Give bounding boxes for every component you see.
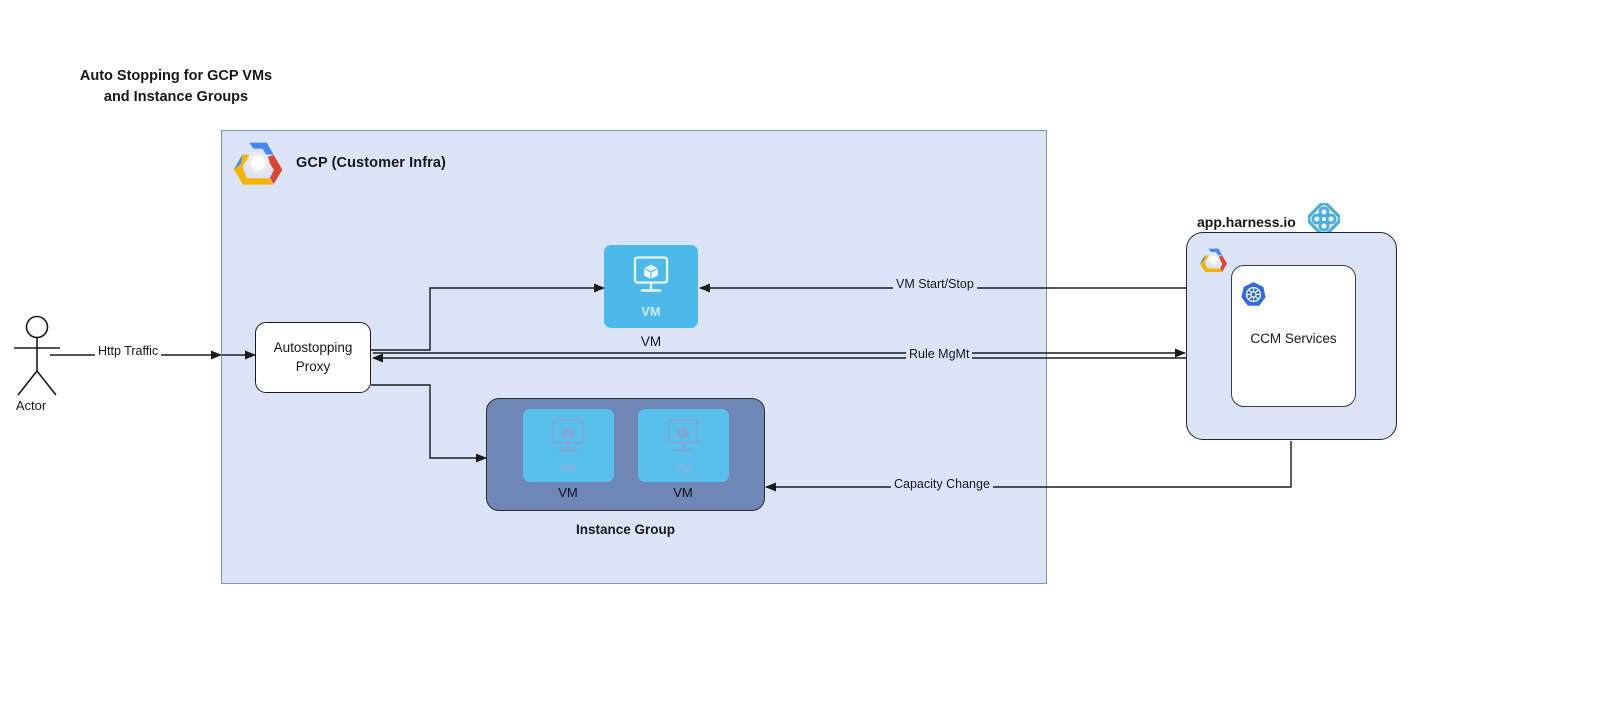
edge-label-capacity-change: Capacity Change [891,477,993,491]
vm-node[interactable]: VM [637,409,729,482]
kubernetes-wheel-icon [1240,281,1267,313]
gcp-container-header: GCP (Customer Infra) [232,140,446,186]
vm-inner-label: VM [674,462,692,475]
gcp-container-label: GCP (Customer Infra) [296,155,446,171]
vm-outer-label: VM [558,485,578,500]
ccm-services-label: CCM Services [1250,331,1337,346]
vm-inner-label: VM [641,305,661,319]
page-title: Auto Stopping for GCP VMs and Instance G… [79,68,273,106]
gcp-logo-icon [232,140,284,186]
actor-label: Actor [15,398,47,413]
instance-group-vm-cell[interactable]: VM VM [522,409,614,500]
actor-stick-figure-icon [8,315,66,402]
instance-group-node[interactable]: VM VM VM VM [486,398,765,511]
instance-group-label: Instance Group [575,522,675,537]
vm-monitor-cube-icon [546,417,590,462]
autostopping-proxy-node[interactable]: Autostopping Proxy [255,322,371,393]
edge-label-http-traffic: Http Traffic [95,344,162,358]
vm-monitor-cube-icon [627,254,675,303]
edge-label-vm-start-stop: VM Start/Stop [893,277,977,291]
harness-diamond-logo-icon [1306,202,1341,240]
vm-node[interactable]: VM [604,245,698,328]
harness-panel-header: app.harness.io [1197,202,1341,240]
vm-inner-label: VM [559,462,577,475]
vm-node[interactable]: VM [522,409,614,482]
vm-outer-label: VM [640,334,662,349]
gcp-logo-icon [1199,247,1228,278]
edge-label-rule-mgmt: Rule MgMt [906,347,973,361]
vm-monitor-cube-icon [661,417,705,462]
harness-title: app.harness.io [1197,213,1296,230]
vm-outer-label: VM [673,485,693,500]
instance-group-vm-cell[interactable]: VM VM [637,409,729,500]
